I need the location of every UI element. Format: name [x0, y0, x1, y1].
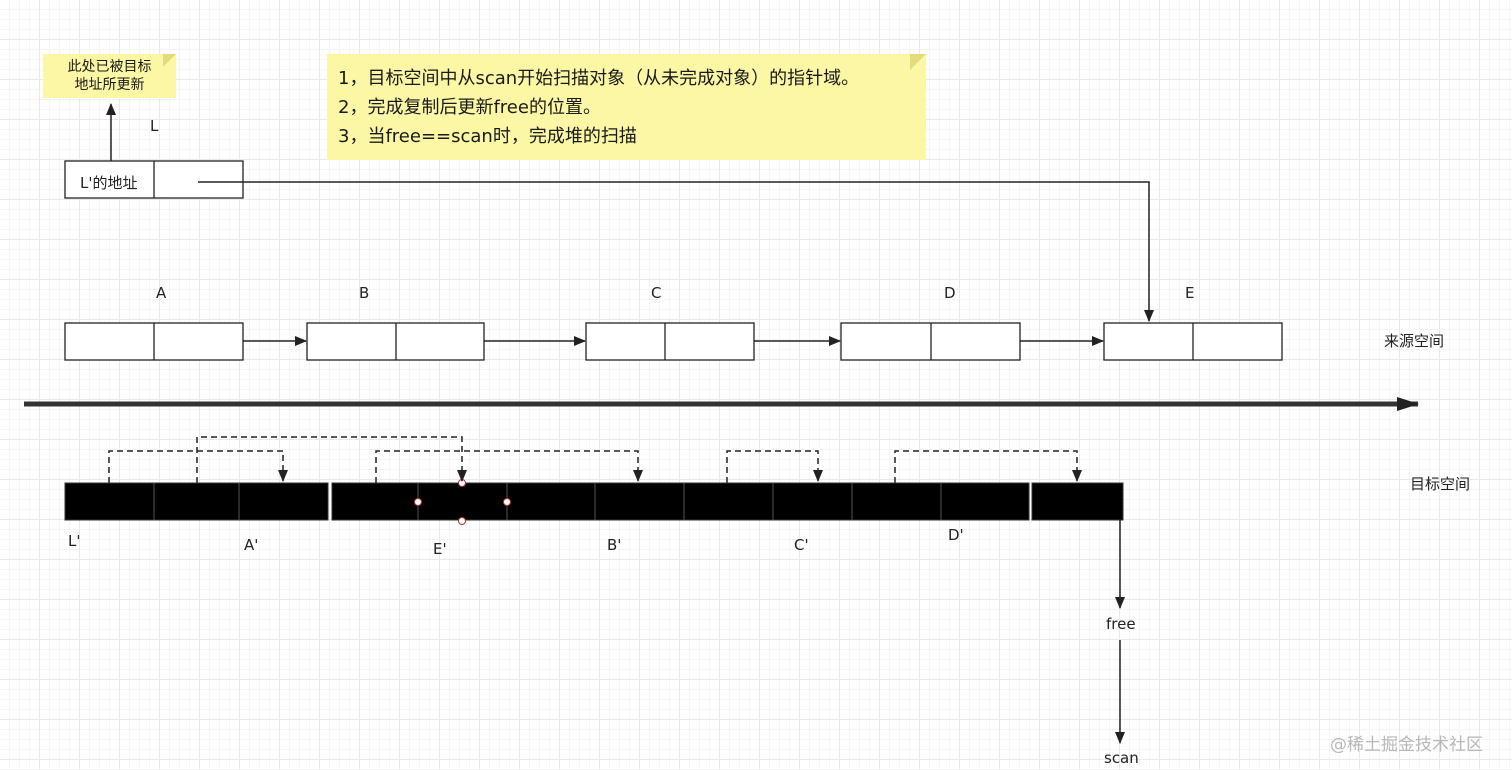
from-object-c[interactable] [585, 322, 755, 361]
label-e-prime: E' [433, 540, 447, 558]
from-space-label: 来源空间 [1384, 332, 1445, 350]
small-sticky-note[interactable] [43, 54, 176, 98]
label-l: L [150, 117, 159, 135]
scan-label: scan [1104, 749, 1139, 767]
label-b: B [359, 284, 370, 302]
free-label: free [1106, 615, 1136, 633]
label-a-prime: A' [244, 536, 259, 554]
label-d: D [944, 284, 956, 302]
from-object-e[interactable] [1103, 322, 1283, 361]
small-note-text: 此处已被目标 地址所更新 [43, 58, 176, 94]
small-note-fold [163, 54, 176, 67]
label-a: A [156, 284, 167, 302]
label-b-prime: B' [607, 536, 622, 554]
main-sticky-note[interactable] [327, 54, 926, 160]
dashed-pointer-b-to-c [726, 450, 823, 483]
main-note-line-1: 1，目标空间中从scan开始扫描对象（从未完成对象）的指针域。 [338, 68, 860, 89]
from-object-a[interactable] [64, 322, 244, 361]
dashed-pointer-a-to-b [375, 450, 643, 483]
to-space-block-1[interactable] [64, 482, 329, 521]
dashed-pointer-l-to-e [196, 436, 467, 483]
from-object-b[interactable] [306, 322, 485, 361]
dashed-pointer-c-to-d [894, 450, 1082, 483]
label-l-prime: L' [68, 532, 81, 550]
to-space-block-3[interactable] [1031, 482, 1124, 521]
to-space-block-2[interactable] [331, 482, 1030, 521]
forwarding-pointer-to-e [198, 181, 1154, 322]
selection-handles[interactable] [414, 479, 511, 525]
main-note-text: 1，目标空间中从scan开始扫描对象（从未完成对象）的指针域。 2，完成复制后更… [338, 64, 859, 151]
label-d-prime: D' [948, 526, 964, 544]
label-c: C [651, 284, 662, 302]
label-c-prime: C' [794, 536, 809, 554]
main-note-line-2: 2，完成复制后更新free的位置。 [338, 97, 601, 118]
small-note-line-2: 地址所更新 [74, 77, 145, 93]
from-object-d[interactable] [840, 322, 1021, 361]
forwarding-cell-text: L'的地址 [80, 174, 138, 192]
label-e: E [1185, 284, 1195, 302]
watermark: @稀土掘金技术社区 [1330, 735, 1483, 755]
forwarding-object[interactable] [64, 160, 244, 199]
small-note-line-1: 此处已被目标 [67, 59, 152, 75]
main-note-line-3: 3，当free==scan时，完成堆的扫描 [338, 126, 637, 147]
dashed-pointer-l-to-a [108, 450, 288, 483]
main-note-fold [910, 54, 926, 70]
to-space-label: 目标空间 [1410, 475, 1471, 493]
